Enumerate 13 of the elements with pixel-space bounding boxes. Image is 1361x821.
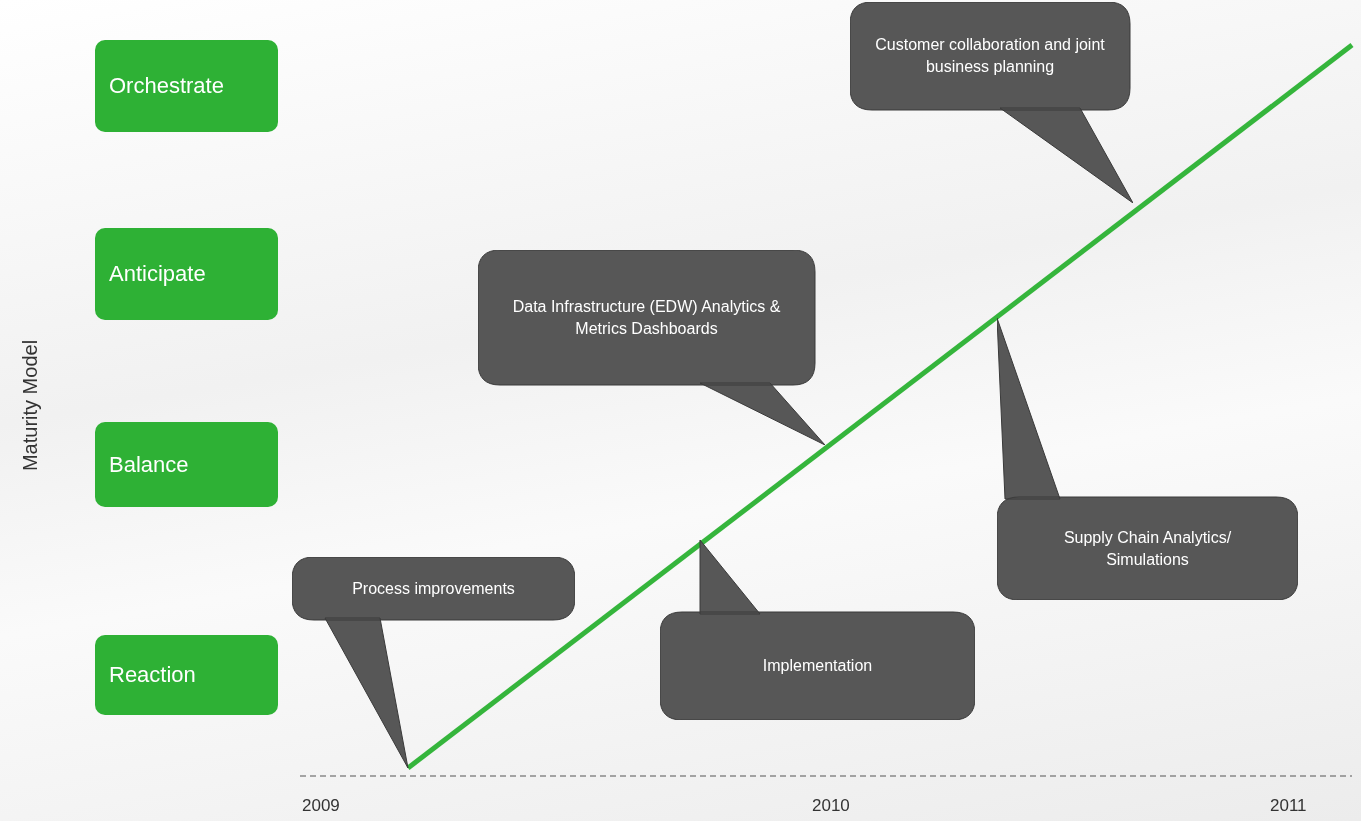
callout-text: Process improvements	[351, 578, 516, 599]
stage-box: Reaction	[95, 635, 278, 715]
axis-title: Maturity Model	[18, 339, 42, 471]
stage-box: Anticipate	[95, 228, 278, 320]
stage-box: Orchestrate	[95, 40, 278, 132]
callout-text: Implementation	[761, 656, 874, 676]
year-label: 2011	[1270, 796, 1307, 816]
year-label: 2009	[302, 796, 340, 816]
callout-text: Supply Chain Analytics/ Simulations	[1062, 527, 1233, 570]
stage-box: Balance	[95, 422, 278, 507]
year-label: 2010	[812, 796, 850, 816]
callout-text: Data Infrastructure (EDW) Analytics & Metrics Dashboards	[511, 296, 782, 339]
callout-text: Customer collaboration and joint business planning	[874, 35, 1106, 77]
